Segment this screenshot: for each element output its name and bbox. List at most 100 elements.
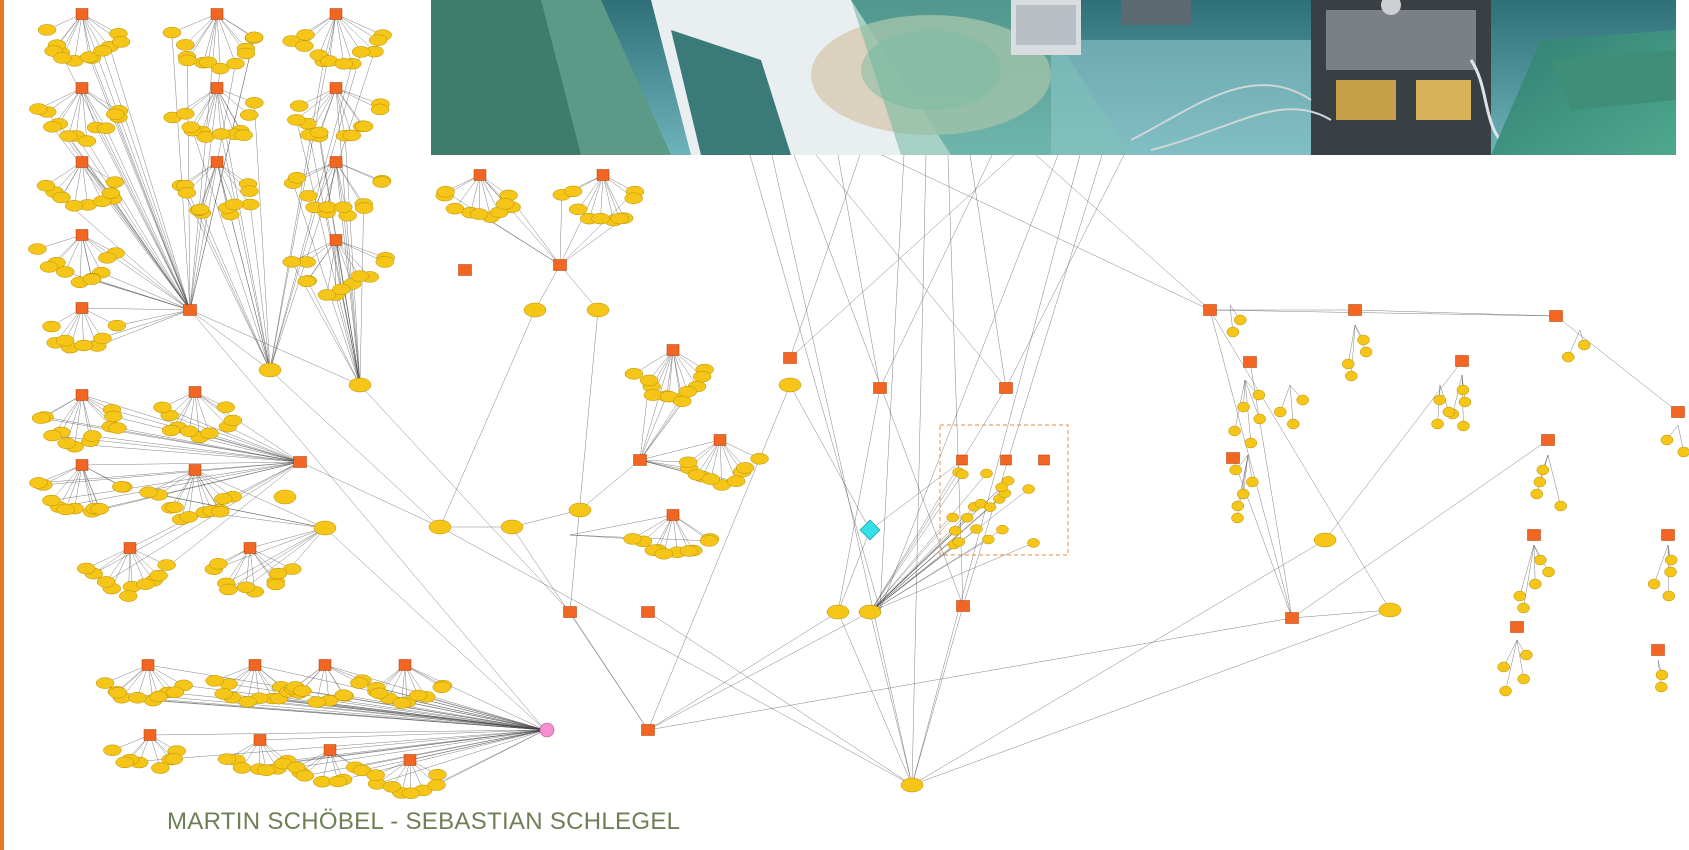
- network-edge: [250, 204, 271, 371]
- variable-node: [1252, 389, 1266, 401]
- variable-node: [436, 185, 455, 198]
- network-edge: [81, 13, 92, 59]
- variable-node: [1431, 418, 1444, 430]
- network-edge: [52, 126, 191, 311]
- network-edge: [962, 154, 1103, 607]
- network-edge: [672, 514, 690, 552]
- network-edge: [881, 154, 1211, 311]
- variable-node: [105, 108, 125, 120]
- network-edge: [329, 729, 546, 751]
- network-edge: [1209, 309, 1391, 611]
- factor-node: [329, 234, 343, 246]
- variable-node: [1228, 425, 1241, 437]
- network-edge: [73, 161, 83, 206]
- variable-node: [1529, 578, 1542, 590]
- network-edge: [174, 469, 196, 508]
- network-edge: [81, 464, 95, 509]
- variable-node: [623, 533, 642, 545]
- variable-node: [1001, 476, 1015, 486]
- variable-node: [96, 122, 116, 134]
- variable-node: [43, 429, 62, 442]
- network-edge: [81, 234, 102, 273]
- variable-node: [244, 31, 264, 44]
- variable-node: [258, 362, 282, 378]
- variable-node: [307, 696, 326, 708]
- factor-node: [75, 82, 89, 94]
- variable-node: [523, 302, 547, 318]
- network-edge: [569, 309, 599, 613]
- variable-node: [56, 503, 75, 516]
- variable-node: [42, 320, 61, 333]
- network-edge: [101, 272, 191, 311]
- network-edge: [335, 13, 375, 52]
- factor-node: [1510, 621, 1524, 633]
- network-edge: [129, 547, 133, 587]
- network-edge: [68, 87, 83, 137]
- network-edge: [1347, 324, 1356, 365]
- factor-node: [1527, 529, 1541, 541]
- network-edge: [1209, 309, 1557, 317]
- network-edge: [105, 128, 191, 311]
- network-edge: [227, 426, 301, 463]
- variable-node: [586, 302, 610, 318]
- factor-node: [210, 82, 224, 94]
- network-edge: [74, 13, 83, 61]
- factor-node: [183, 304, 197, 316]
- factor-node: [1000, 454, 1012, 466]
- factor-node: [641, 606, 655, 618]
- network-edge: [672, 514, 678, 553]
- network-edge: [639, 349, 674, 461]
- network-edge: [1519, 544, 1535, 597]
- factor-node: [318, 659, 332, 671]
- variable-node: [289, 100, 309, 112]
- variable-node: [1499, 685, 1512, 697]
- network-edge: [216, 13, 236, 64]
- variable-node: [500, 519, 524, 535]
- network-edge: [324, 664, 330, 701]
- network-edge: [75, 135, 191, 311]
- variable-node: [268, 567, 288, 580]
- network-edge: [1209, 309, 1293, 619]
- network-edge: [81, 234, 191, 311]
- variable-node: [77, 135, 97, 147]
- variable-node: [1542, 566, 1555, 578]
- network-edge: [1452, 374, 1463, 415]
- network-edge: [189, 63, 236, 311]
- variable-node: [31, 412, 51, 424]
- variable-node: [1296, 394, 1309, 406]
- variable-node: [982, 534, 995, 545]
- variable-node: [368, 34, 388, 46]
- variable-node: [1359, 346, 1373, 358]
- variable-node: [1677, 446, 1689, 458]
- network-edge: [117, 692, 546, 731]
- variable-node: [108, 686, 128, 699]
- network-edge: [719, 439, 737, 482]
- variable-node: [93, 45, 112, 57]
- factor-node: [1541, 434, 1555, 446]
- network-edge: [1555, 315, 1679, 413]
- factor-node: [398, 659, 412, 671]
- network-edge: [335, 13, 383, 36]
- variable-node: [82, 273, 102, 285]
- network-edge: [245, 527, 326, 588]
- network-edge: [335, 87, 363, 127]
- network-edge: [632, 514, 674, 540]
- network-edge: [589, 174, 604, 219]
- network-edge: [201, 212, 271, 371]
- variable-node: [234, 129, 253, 141]
- variable-node: [624, 192, 643, 205]
- variable-node: [980, 468, 993, 479]
- variable-node: [209, 557, 228, 570]
- network-edge: [189, 68, 221, 311]
- variable-node: [214, 493, 233, 505]
- variable-node: [178, 54, 197, 67]
- network-edge: [702, 439, 721, 477]
- variable-node: [1433, 394, 1446, 406]
- network-edge: [116, 309, 191, 326]
- network-edge: [359, 384, 571, 613]
- variable-node: [960, 512, 974, 523]
- variable-node: [115, 756, 134, 769]
- network-edge: [423, 729, 546, 791]
- network-edge: [1653, 544, 1669, 585]
- network-edge: [837, 387, 881, 613]
